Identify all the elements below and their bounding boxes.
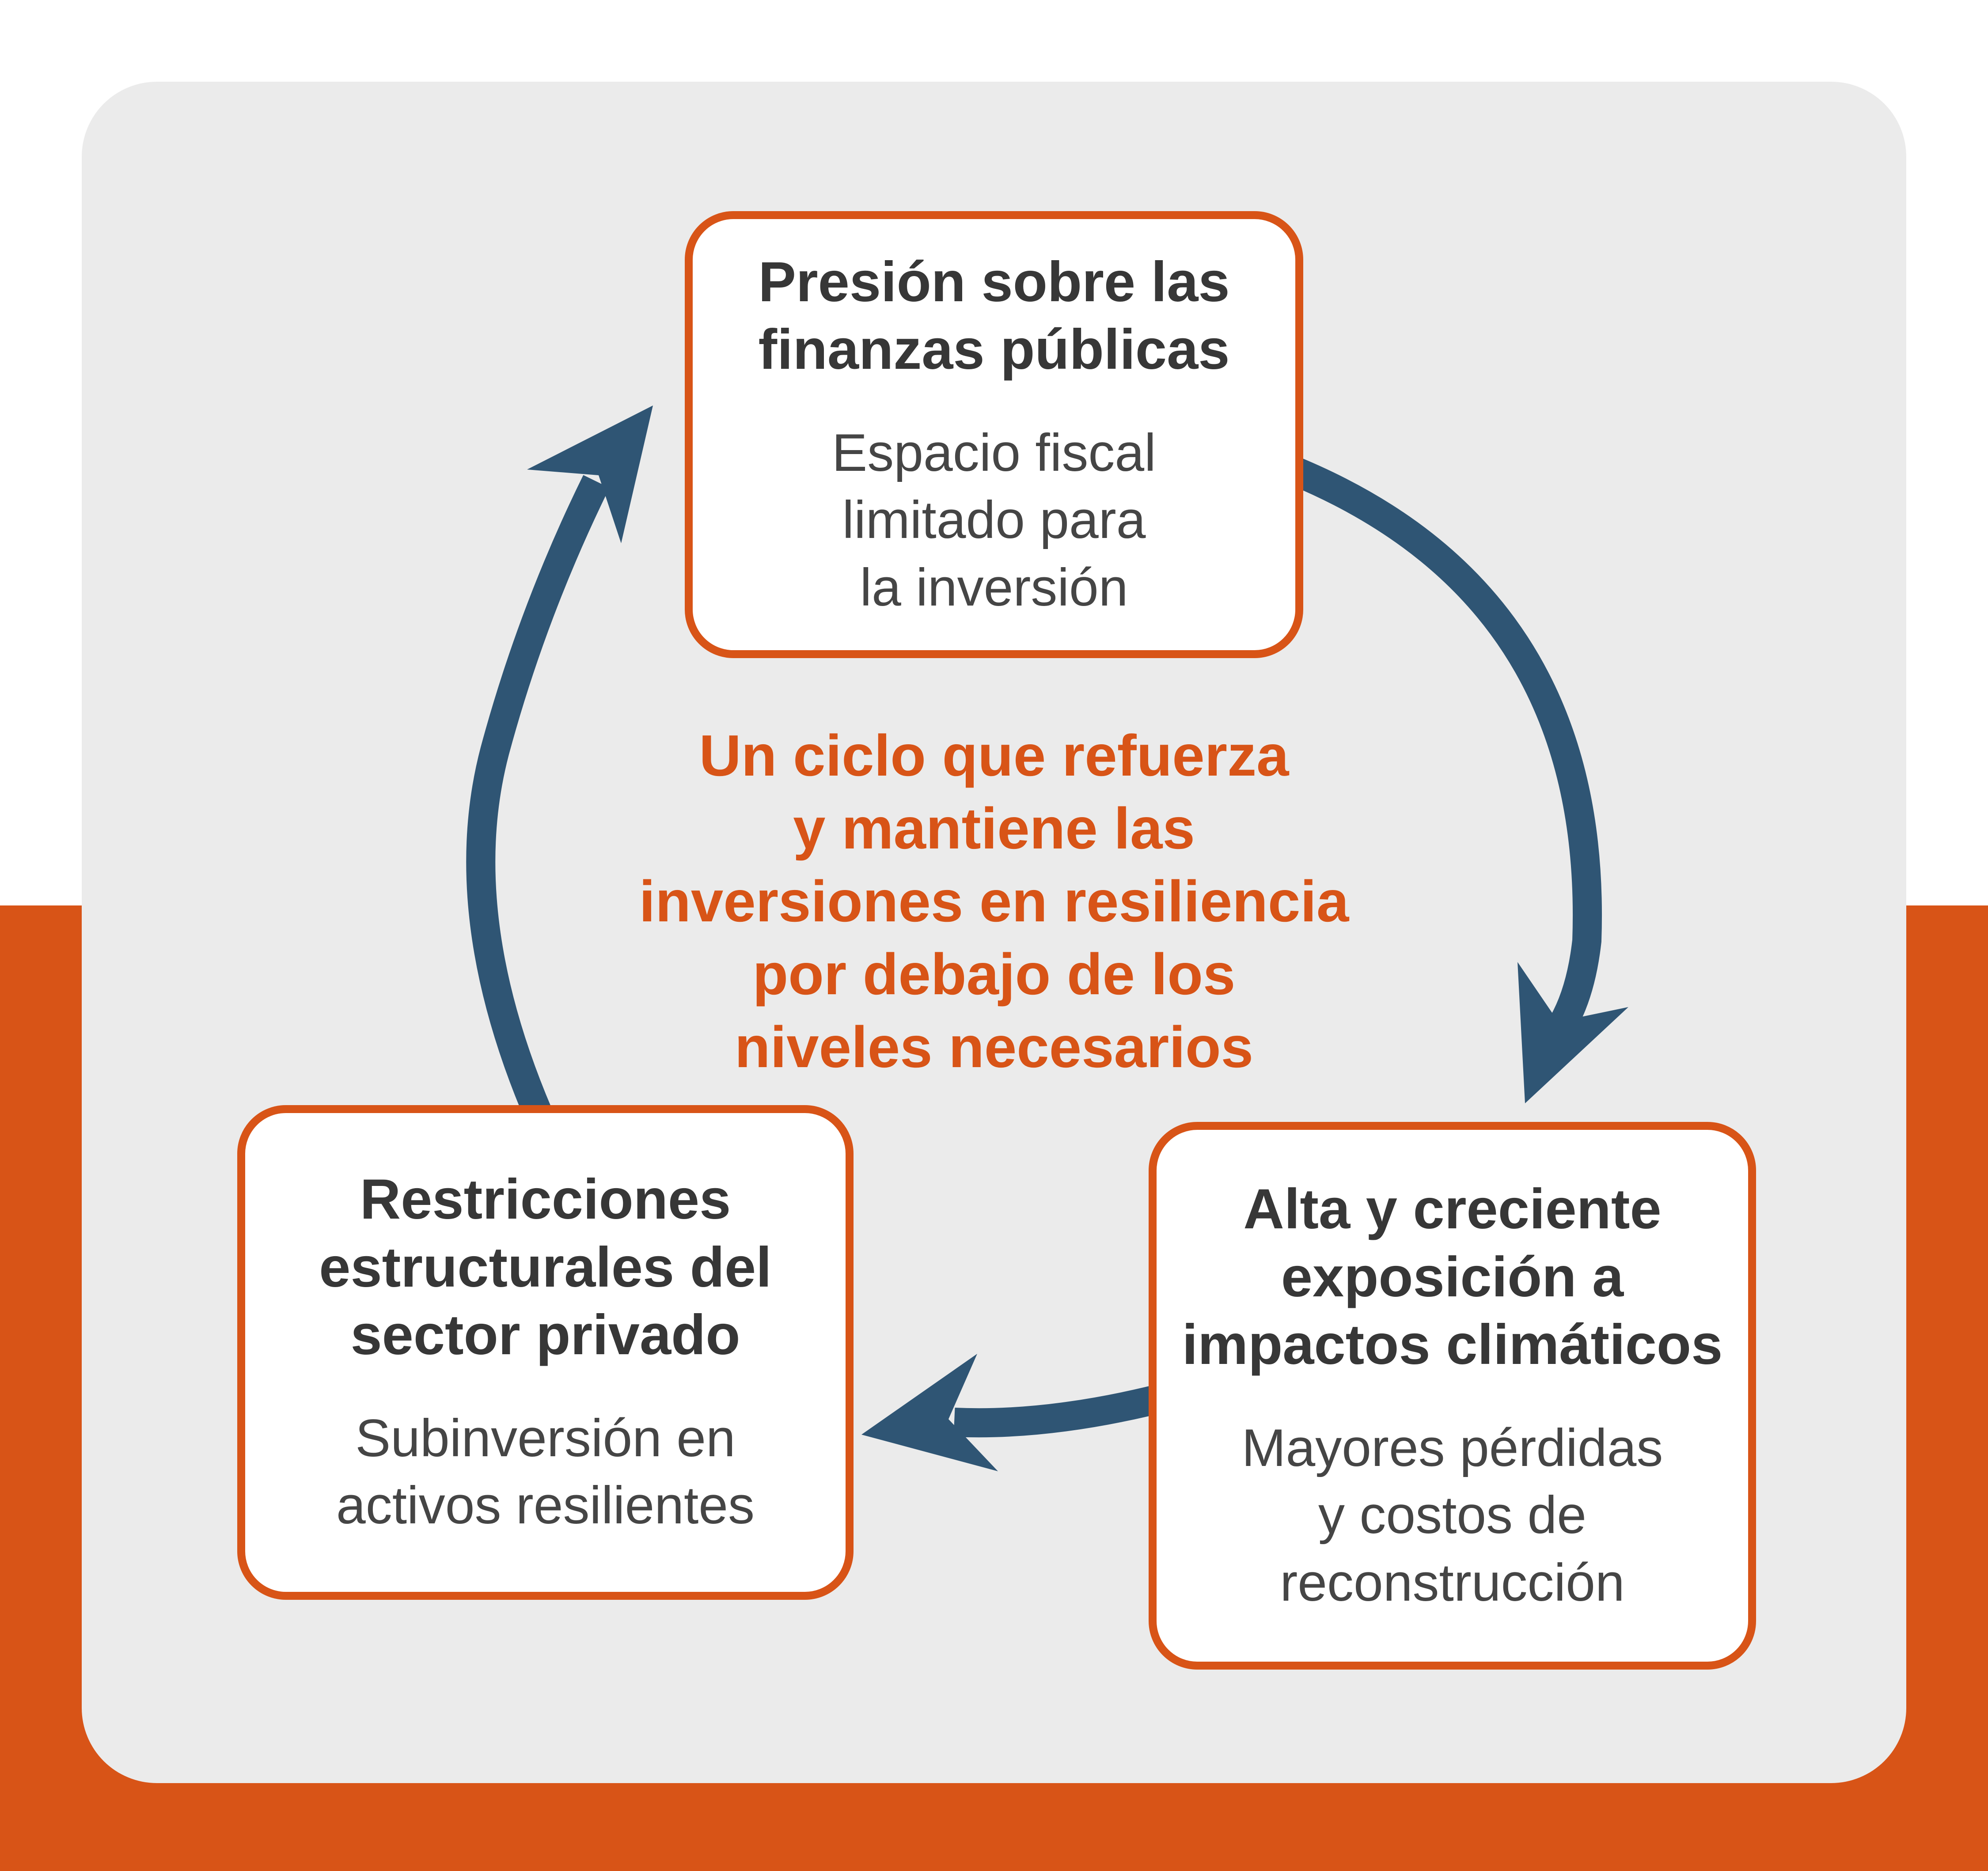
box-subtitle: Espacio fiscal limitado para la inversió… <box>832 423 1156 617</box>
box-title: Restricciones estructurales del sector p… <box>319 1168 772 1367</box>
box-title: Presión sobre las finanzas públicas <box>758 250 1230 382</box>
box-title: Alta y creciente exposición a impactos c… <box>1182 1178 1723 1377</box>
box-subtitle: Subinversión en activos resilientes <box>336 1409 755 1535</box>
box-subtitle: Mayores pérdidas y costos de reconstrucc… <box>1241 1418 1663 1612</box>
arrow-finances-to-climate-icon <box>1271 450 1628 1103</box>
arrow-private-to-finances-icon <box>466 405 653 1137</box>
box-public-finances: Presión sobre las finanzas públicas Espa… <box>685 211 1303 658</box>
arrow-climate-to-private-icon <box>861 1354 1175 1471</box>
box-private-sector-constraints: Restricciones estructurales del sector p… <box>237 1105 854 1600</box>
cycle-center-label: Un ciclo que refuerza y mantiene las inv… <box>639 723 1349 1079</box>
box-climate-exposure: Alta y creciente exposición a impactos c… <box>1149 1122 1756 1670</box>
